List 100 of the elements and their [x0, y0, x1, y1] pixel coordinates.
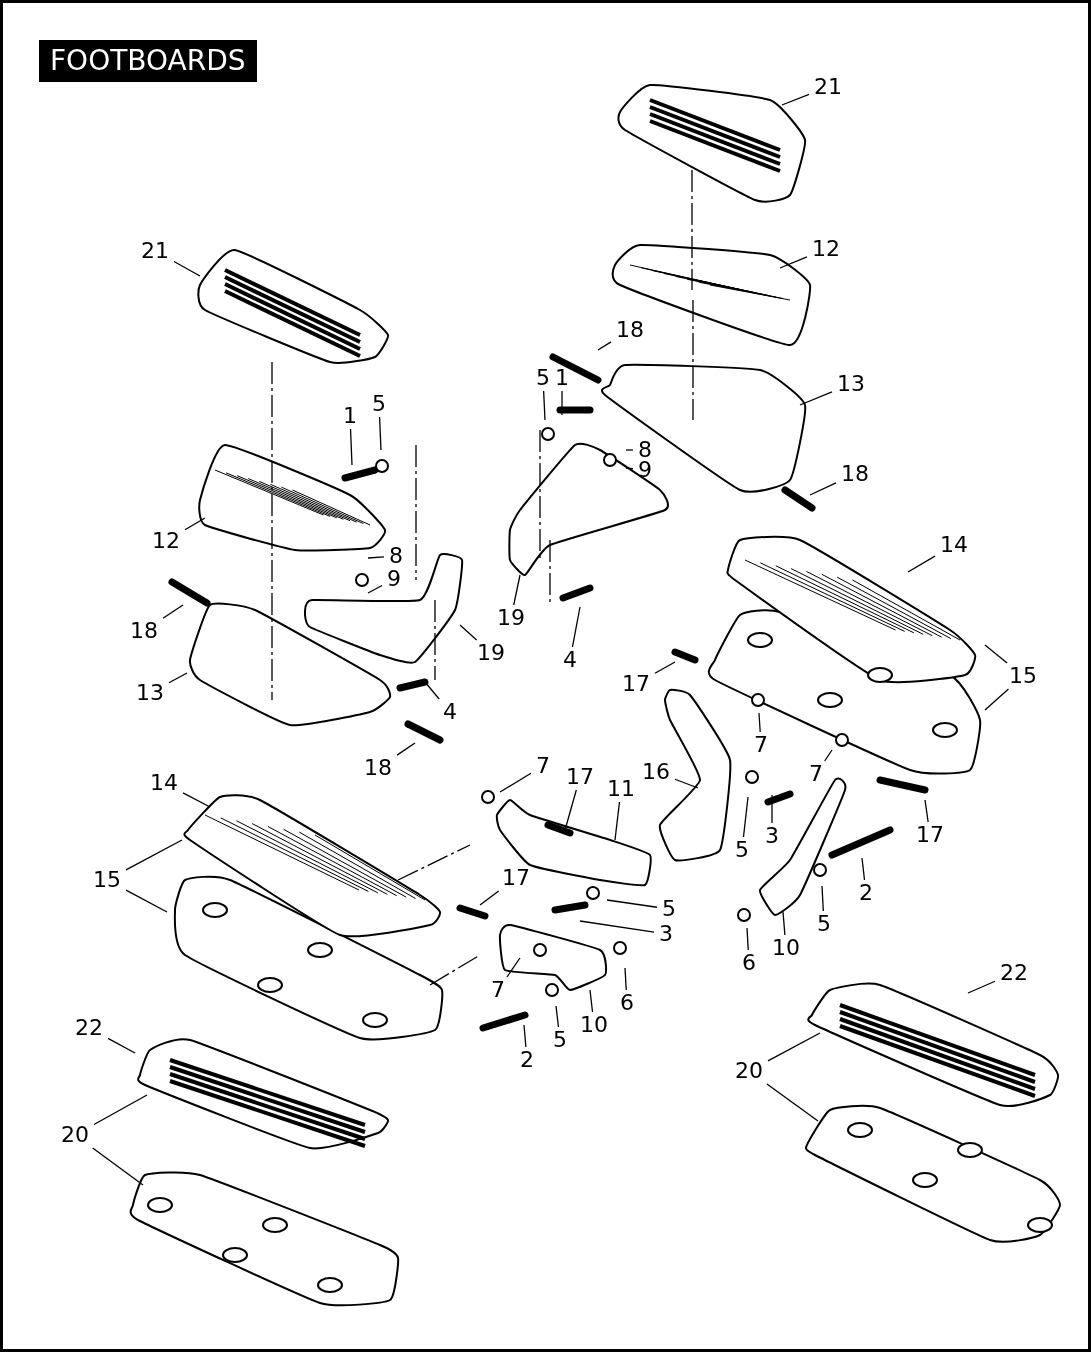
callout-number: 12 — [149, 530, 183, 552]
leader-line — [168, 672, 188, 684]
callout-number: 13 — [834, 373, 868, 395]
callout-number: 22 — [997, 962, 1031, 984]
leader-line — [367, 556, 385, 559]
callout-number: 7 — [533, 755, 553, 777]
callout-number: 3 — [762, 825, 782, 847]
callout-number: 14 — [147, 772, 181, 794]
callout-number: 6 — [739, 952, 759, 974]
callout-number: 19 — [474, 642, 508, 664]
leader-line — [125, 839, 183, 871]
callout-number: 20 — [58, 1124, 92, 1146]
leader-line — [861, 857, 866, 881]
callout-number: 16 — [639, 761, 673, 783]
leader-line — [614, 801, 621, 841]
leader-line — [523, 1024, 527, 1048]
callout-number: 8 — [635, 439, 655, 461]
leader-line — [184, 517, 206, 531]
leader-line — [654, 661, 676, 674]
leader-line — [967, 980, 996, 994]
leader-line — [674, 778, 699, 789]
leader-line — [479, 890, 500, 906]
callout-number: 21 — [138, 240, 172, 262]
leader-line — [561, 390, 563, 416]
leader-line — [984, 644, 1008, 664]
leader-line — [771, 794, 773, 824]
callout-number: 10 — [769, 937, 803, 959]
leader-line — [624, 967, 627, 991]
leader-line — [746, 927, 749, 951]
leader-line — [782, 911, 786, 936]
leader-line — [378, 416, 382, 451]
callout-number: 13 — [133, 682, 167, 704]
leader-line — [606, 899, 658, 908]
leader-line — [799, 391, 833, 406]
callout-number: 17 — [913, 824, 947, 846]
callout-number: 7 — [488, 979, 508, 1001]
leader-line — [821, 885, 824, 912]
leader-line — [579, 920, 655, 933]
leader-line — [766, 1083, 819, 1122]
leader-line — [173, 260, 201, 277]
leader-line — [459, 624, 478, 641]
callout-number: 18 — [613, 319, 647, 341]
leader-line — [984, 688, 1010, 711]
leader-line — [506, 957, 521, 978]
leader-line — [107, 1037, 136, 1054]
leader-line — [824, 749, 833, 762]
leader-line — [555, 1005, 560, 1028]
callout-number: 14 — [937, 534, 971, 556]
callout-number: 17 — [563, 766, 597, 788]
callout-number: 9 — [384, 568, 404, 590]
callout-number: 7 — [751, 734, 771, 756]
callout-number: 1 — [340, 405, 360, 427]
leader-line — [125, 889, 168, 913]
callout-number: 15 — [90, 869, 124, 891]
callout-number: 21 — [811, 76, 845, 98]
callout-number: 4 — [560, 649, 580, 671]
callout-number: 1 — [552, 367, 572, 389]
leader-line — [779, 256, 808, 269]
leader-line — [758, 712, 761, 733]
leader-line — [367, 584, 383, 594]
leader-line — [625, 449, 634, 451]
leader-line — [767, 1032, 821, 1062]
leader-line — [809, 482, 837, 496]
callout-number: 18 — [127, 620, 161, 642]
leader-line — [182, 792, 211, 808]
leader-line — [781, 93, 810, 106]
title-banner: FOOTBOARDS — [39, 40, 257, 82]
leader-line — [742, 796, 749, 838]
callout-number: 9 — [635, 459, 655, 481]
callout-number: 17 — [499, 867, 533, 889]
callout-number: 5 — [369, 393, 389, 415]
leader-line — [424, 681, 440, 700]
leader-line — [924, 799, 929, 823]
leader-line — [542, 390, 546, 421]
callout-number: 8 — [386, 545, 406, 567]
callout-number: 22 — [72, 1017, 106, 1039]
callout-number: 5 — [814, 913, 834, 935]
callout-number: 11 — [604, 778, 638, 800]
leader-line — [597, 341, 612, 351]
callout-number: 5 — [659, 898, 679, 920]
leader-line — [589, 989, 594, 1013]
leader-line — [907, 555, 936, 573]
callout-number: 7 — [806, 763, 826, 785]
callout-number: 20 — [732, 1060, 766, 1082]
callout-number: 5 — [533, 367, 553, 389]
callout-number: 10 — [577, 1014, 611, 1036]
callout-number: 2 — [517, 1049, 537, 1071]
leader-line — [93, 1094, 148, 1126]
callout-number: 15 — [1006, 665, 1040, 687]
leader-line — [499, 772, 532, 793]
leader-line — [396, 742, 416, 756]
callout-number: 5 — [550, 1029, 570, 1051]
leader-line — [349, 428, 353, 466]
callout-number: 4 — [440, 701, 460, 723]
leader-line — [564, 789, 577, 831]
callout-number: 6 — [617, 992, 637, 1014]
callout-number: 3 — [656, 923, 676, 945]
leader-line — [625, 467, 634, 470]
callout-number: 2 — [856, 882, 876, 904]
callout-number: 5 — [732, 839, 752, 861]
